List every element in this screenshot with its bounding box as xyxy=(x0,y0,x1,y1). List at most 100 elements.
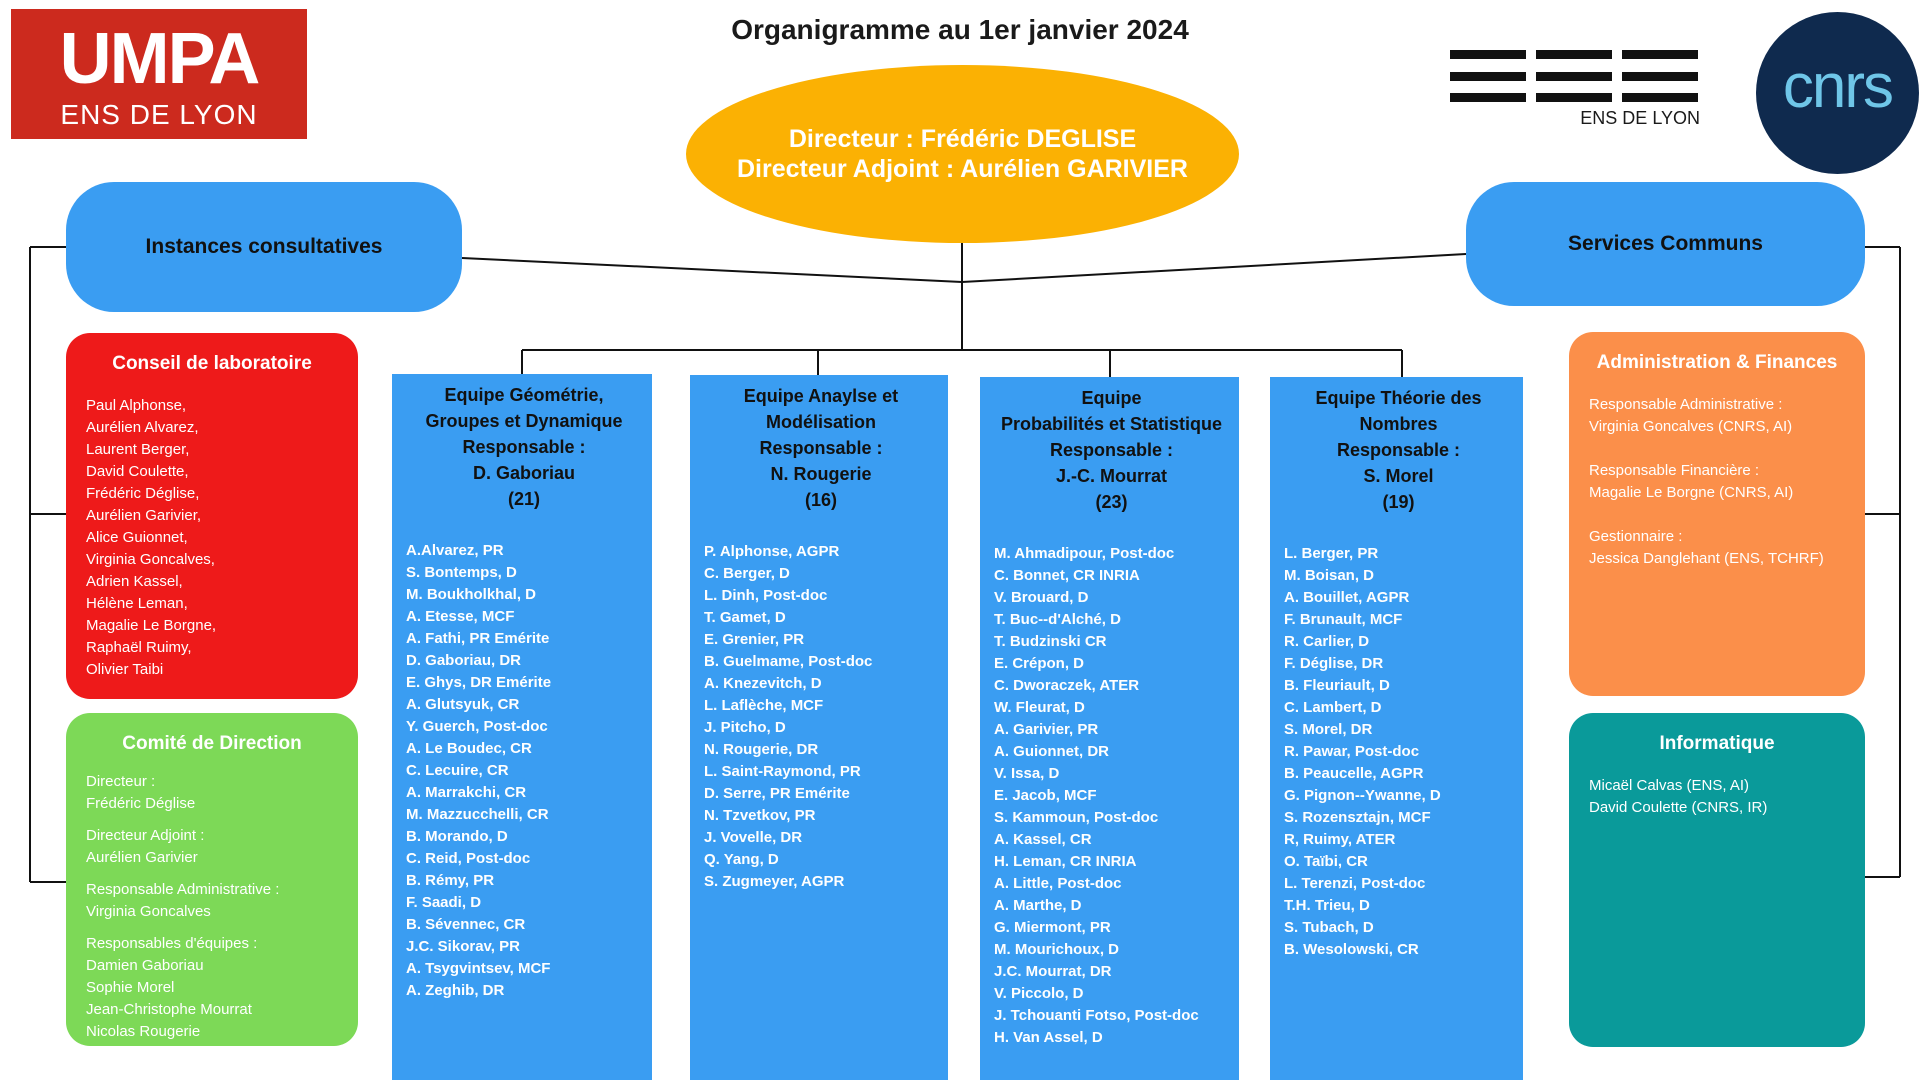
team-member: F. Saadi, D xyxy=(406,894,482,911)
team-member: C. Lambert, D xyxy=(1284,699,1382,716)
team-member: F. Déglise, DR xyxy=(1284,655,1384,672)
team-member: T. Buc--d'Alché, D xyxy=(994,611,1121,628)
team-member: D. Gaboriau, DR xyxy=(406,652,522,669)
team-heading-line: Responsable : xyxy=(759,438,883,458)
comite-role: Responsables d'équipes : xyxy=(86,935,258,952)
team-heading-line: Nombres xyxy=(1359,414,1438,434)
team-member: G. Pignon--Ywanne, D xyxy=(1284,787,1441,804)
team-member: A. Guionnet, DR xyxy=(994,743,1109,760)
team-heading-line: (23) xyxy=(1095,492,1128,512)
page-title: Organigramme au 1er janvier 2024 xyxy=(731,14,1189,45)
team-member: A. Bouillet, AGPR xyxy=(1284,589,1410,606)
team-member: A.Alvarez, PR xyxy=(406,542,504,559)
comite-name: Aurélien Garivier xyxy=(86,849,198,866)
team-member: L. Saint-Raymond, PR xyxy=(704,763,861,780)
team-member: J.C. Sikorav, PR xyxy=(406,938,520,955)
team-heading-line: Responsable : xyxy=(462,437,586,457)
team-member: J.C. Mourrat, DR xyxy=(994,963,1112,980)
team-member: Q. Yang, D xyxy=(704,851,779,868)
team-member: C. Lecuire, CR xyxy=(406,762,509,779)
team-heading-line: D. Gaboriau xyxy=(472,463,575,483)
team-member: F. Brunault, MCF xyxy=(1284,611,1403,628)
team-heading-line: S. Morel xyxy=(1363,466,1434,486)
comite-group: Responsable Administrative :Virginia Gon… xyxy=(86,879,338,923)
team-heading-line: N. Rougerie xyxy=(770,464,872,484)
team-member: C. Berger, D xyxy=(704,565,790,582)
admin-name: Virginia Goncalves (CNRS, AI) xyxy=(1589,418,1793,435)
comite-role: Responsable Administrative : xyxy=(86,881,280,898)
conseil-member: Aurélien Garivier, xyxy=(86,507,202,524)
ens-logo-subtitle: ENS DE LYON xyxy=(1580,108,1700,128)
team-member: B. Fleuriault, D xyxy=(1284,677,1390,694)
ens-logo: ENS DE LYON xyxy=(1450,50,1700,130)
team-member: M. Boisan, D xyxy=(1284,567,1375,584)
comite-name: Damien Gaboriau xyxy=(86,957,204,974)
team-member: A. Marthe, D xyxy=(994,897,1082,914)
team-member: V. Piccolo, D xyxy=(994,985,1084,1002)
team-member: S. Zugmeyer, AGPR xyxy=(704,873,845,890)
team-member: B. Rémy, PR xyxy=(406,872,495,889)
ens-logo-mark xyxy=(1450,50,1698,102)
team-heading-line: Equipe xyxy=(1081,388,1142,408)
admin-card: Administration & Finances Responsable Ad… xyxy=(1569,332,1865,696)
team-member: S. Bontemps, D xyxy=(406,564,517,581)
team-member: R. Pawar, Post-doc xyxy=(1284,743,1420,760)
team-member: T.H. Trieu, D xyxy=(1284,897,1370,914)
conseil-member: Adrien Kassel, xyxy=(86,573,183,590)
informatique-member-list: Micaël Calvas (ENS, AI)David Coulette (C… xyxy=(1589,775,1845,819)
team-member: N. Rougerie, DR xyxy=(704,741,819,758)
conseil-member: Hélène Leman, xyxy=(86,595,188,612)
team-heading-line: Equipe Théorie des xyxy=(1315,388,1482,408)
conseil-member: Aurélien Alvarez, xyxy=(86,419,199,436)
admin-group: Gestionnaire :Jessica Danglehant (ENS, T… xyxy=(1589,526,1845,570)
team-member: D. Serre, PR Emérite xyxy=(704,785,850,802)
team-member: V. Brouard, D xyxy=(994,589,1089,606)
comite-role: Directeur : xyxy=(86,773,156,790)
team-heading-line: J.-C. Mourrat xyxy=(1055,466,1167,486)
instances-consultatives-label: Instances consultatives xyxy=(145,235,383,258)
team-heading-line: Probabilités et Statistique xyxy=(1000,414,1223,434)
team-heading-line: Responsable : xyxy=(1049,440,1174,460)
comite-name: Jean-Christophe Mourrat xyxy=(86,1001,252,1018)
team-member: A. Knezevitch, D xyxy=(704,675,822,692)
team-member: P. Alphonse, AGPR xyxy=(704,543,840,560)
comite-role: Directeur Adjoint : xyxy=(86,827,205,844)
conseil-member: Frédéric Déglise, xyxy=(86,485,200,502)
team-member: B. Morando, D xyxy=(406,828,508,845)
team-member: R, Ruimy, ATER xyxy=(1284,831,1396,848)
team-member: S. Rozensztajn, MCF xyxy=(1284,809,1431,826)
admin-role: Responsable Financière : xyxy=(1589,462,1760,479)
team-member: B. Peaucelle, AGPR xyxy=(1284,765,1424,782)
team-member: A. Garivier, PR xyxy=(994,721,1099,738)
director-line: Directeur : Frédéric DEGLISE xyxy=(788,125,1137,153)
team-member: A. Etesse, MCF xyxy=(406,608,515,625)
team-member: A. Zeghib, DR xyxy=(406,982,505,999)
comite-name: Nicolas Rougerie xyxy=(86,1023,201,1040)
team-member: W. Fleurat, D xyxy=(994,699,1085,716)
conseil-title: Conseil de laboratoire xyxy=(112,353,312,374)
conseil-member: Virginia Goncalves, xyxy=(86,551,215,568)
team-member: A. Little, Post-doc xyxy=(994,875,1122,892)
umpa-logo: UMPA ENS DE LYON xyxy=(11,9,307,139)
team-heading-line: (16) xyxy=(804,490,837,510)
team-member: Y. Guerch, Post-doc xyxy=(406,718,548,735)
team-member: E. Crépon, D xyxy=(994,655,1085,672)
conseil-member: Laurent Berger, xyxy=(86,441,190,458)
admin-title: Administration & Finances xyxy=(1596,352,1838,373)
team-member: B. Guelmame, Post-doc xyxy=(704,653,873,670)
team-member: M. Mourichoux, D xyxy=(994,941,1119,958)
team-member: G. Miermont, PR xyxy=(994,919,1111,936)
team-member: A. Tsygvintsev, MCF xyxy=(406,960,551,977)
informatique-title: Informatique xyxy=(1659,733,1775,754)
instances-consultatives-node: Instances consultatives xyxy=(66,182,462,312)
team-member: R. Carlier, D xyxy=(1284,633,1370,650)
team-member: M. Mazzucchelli, CR xyxy=(406,806,549,823)
